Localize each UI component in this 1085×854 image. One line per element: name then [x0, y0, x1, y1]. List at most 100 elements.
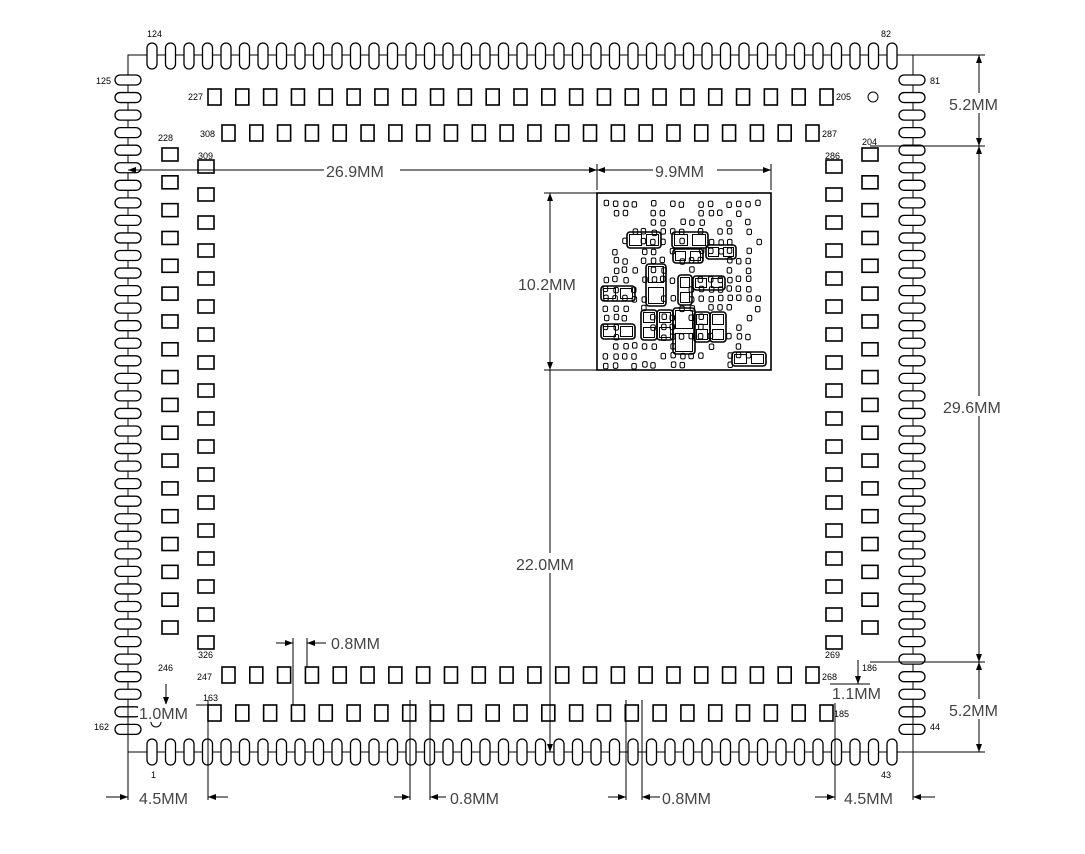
dim-pitch-bottom-right: 0.8MM	[662, 791, 711, 808]
shield-via	[746, 295, 752, 302]
pad-row-bottom-outer	[624, 704, 640, 722]
dim-shield-height: 10.2MM	[518, 277, 576, 294]
pad-col-right-outer	[861, 369, 879, 385]
shield-pad	[680, 277, 690, 288]
edge-pin-top	[275, 42, 288, 70]
arrow	[547, 193, 553, 201]
pad-row-3	[332, 124, 348, 142]
edge-pin-bottom	[701, 738, 713, 766]
pad-row-3	[693, 124, 709, 142]
edge-pin-right	[898, 600, 926, 613]
pad-col-right-inner	[825, 523, 843, 538]
edge-pin-bottom	[571, 738, 584, 766]
shield-via	[698, 209, 704, 217]
shield-area	[596, 192, 772, 371]
shield-via	[755, 295, 761, 302]
pad-row-bottom-outer	[763, 704, 779, 722]
edge-pin-top	[294, 42, 306, 70]
arrow	[618, 794, 626, 800]
pad-row-3	[443, 124, 459, 142]
pad-col-left-inner	[197, 523, 215, 538]
shield-pad-group	[645, 263, 667, 307]
shield-via	[736, 324, 742, 331]
edge-pin-right	[898, 653, 926, 665]
pad-row-bottom-outer	[318, 704, 334, 722]
pad-col-right-outer	[861, 175, 879, 190]
pad-col-left-outer	[161, 230, 179, 246]
edge-pin-top	[830, 42, 843, 70]
shield-via	[612, 200, 619, 208]
edge-pin-left	[114, 302, 142, 314]
shield-via	[679, 237, 685, 245]
inner-pads	[161, 88, 879, 722]
shield-via	[650, 199, 657, 207]
edge-pin-right	[898, 249, 926, 262]
edge-pin-top	[793, 42, 806, 70]
shield-via	[698, 295, 704, 302]
pad-row-2	[513, 88, 528, 106]
shield-via	[746, 228, 752, 236]
arrow	[589, 167, 597, 173]
shield-pad	[659, 312, 671, 323]
shield-pad	[643, 312, 655, 323]
edge-pin-left	[114, 284, 142, 297]
shield-pad-group	[672, 248, 704, 264]
shield-via	[745, 257, 751, 265]
arrow	[307, 640, 315, 646]
edge-pin-right	[898, 688, 926, 700]
pad-col-left-inner	[197, 327, 215, 342]
pad-row-2	[707, 88, 723, 106]
edge-pin-bottom	[516, 738, 528, 766]
edge-pin-left	[114, 127, 142, 139]
edge-pin-left	[114, 495, 142, 507]
pad-row-bottom-inner	[749, 666, 765, 684]
shield-via	[623, 277, 629, 284]
edge-pin-top	[146, 42, 158, 70]
shield-via	[650, 257, 657, 265]
arrow	[763, 167, 771, 173]
edge-pin-bottom	[719, 738, 732, 766]
shield-via	[670, 361, 677, 368]
pad-row-2	[624, 88, 640, 106]
pad-row-2	[568, 88, 584, 106]
shield-via	[642, 248, 648, 256]
edge-pin-bottom	[590, 738, 602, 766]
edge-pin-bottom	[849, 738, 861, 766]
shield-pad	[620, 326, 633, 337]
arrow	[430, 794, 438, 800]
edge-pin-bottom	[164, 738, 177, 766]
pad-col-left-inner	[197, 579, 215, 594]
pad-col-left-outer	[161, 564, 179, 580]
edge-pin-bottom	[238, 738, 251, 766]
shield-pad	[696, 329, 708, 340]
edge-pin-left	[114, 179, 142, 191]
dim-shield-to-bottom: 22.0MM	[516, 557, 574, 574]
pad-row-bottom-inner	[249, 666, 264, 684]
pad-col-left-inner	[197, 411, 215, 426]
pad-row-2	[262, 88, 278, 106]
dim-inner-height: 29.6MM	[943, 400, 1001, 417]
edge-pin-top	[257, 42, 269, 70]
shield-pad	[712, 314, 724, 325]
pad-row-3	[527, 124, 542, 142]
pin-label-228: 228	[158, 133, 173, 143]
shield-pad	[648, 266, 664, 283]
pad-col-right-inner	[825, 299, 843, 314]
pad-row-bottom-inner	[499, 666, 514, 684]
edge-pin-bottom	[534, 738, 547, 766]
pad-row-2	[346, 88, 361, 106]
shield-pad-group	[731, 351, 767, 367]
shield-via	[622, 258, 628, 265]
pad-row-3	[610, 124, 626, 142]
pad-col-left-outer	[161, 453, 179, 468]
edge-pin-right	[898, 109, 926, 121]
shield-via	[650, 266, 657, 274]
shield-pad-group	[705, 244, 737, 260]
shield-via	[726, 228, 733, 235]
pad-row-bottom-outer	[568, 704, 584, 722]
edge-pin-top	[756, 42, 769, 70]
edge-pin-top	[516, 42, 528, 70]
pad-row-3	[221, 124, 236, 142]
edge-pin-left	[114, 477, 142, 490]
pad-row-bottom-inner	[332, 666, 348, 684]
